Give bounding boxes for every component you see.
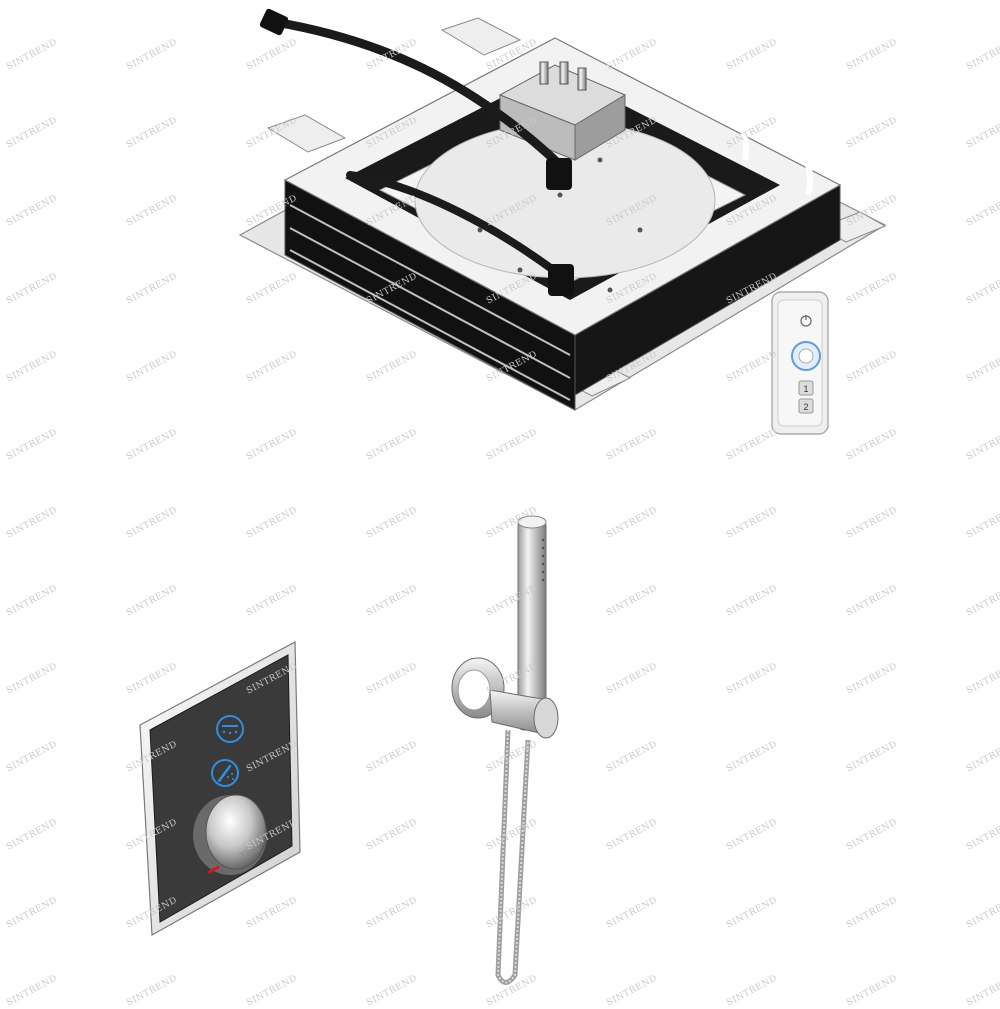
- glass-panel: [149, 654, 293, 923]
- water-hose: [346, 171, 564, 279]
- spray-nozzles: [541, 538, 545, 582]
- remote-button-1: [798, 380, 814, 396]
- remote-button-2-label: 2: [803, 402, 808, 412]
- hose-end-fitting: [259, 8, 289, 36]
- remote-control: 1 2: [771, 291, 829, 435]
- water-hose: [270, 17, 565, 170]
- mounting-bracket: [440, 17, 522, 56]
- mounting-bracket: [266, 114, 347, 153]
- hot-indicator: [207, 865, 220, 874]
- shower-holder: [489, 689, 559, 739]
- hand-shower-icon: [211, 759, 239, 787]
- shower-hose: [495, 729, 531, 985]
- remote-button-2: [798, 398, 814, 414]
- hose-connector: [548, 264, 574, 296]
- shower-head-top: [517, 515, 547, 529]
- rain-shower-icon: [216, 715, 244, 743]
- thermostat-knob: THG: [193, 794, 267, 875]
- hand-shower-set: [451, 515, 559, 985]
- ceiling-rain-shower-box: [238, 8, 887, 411]
- hose-connector: [546, 158, 572, 190]
- remote-button-1-label: 1: [803, 384, 808, 394]
- thermostatic-control-panel: THG: [139, 641, 301, 936]
